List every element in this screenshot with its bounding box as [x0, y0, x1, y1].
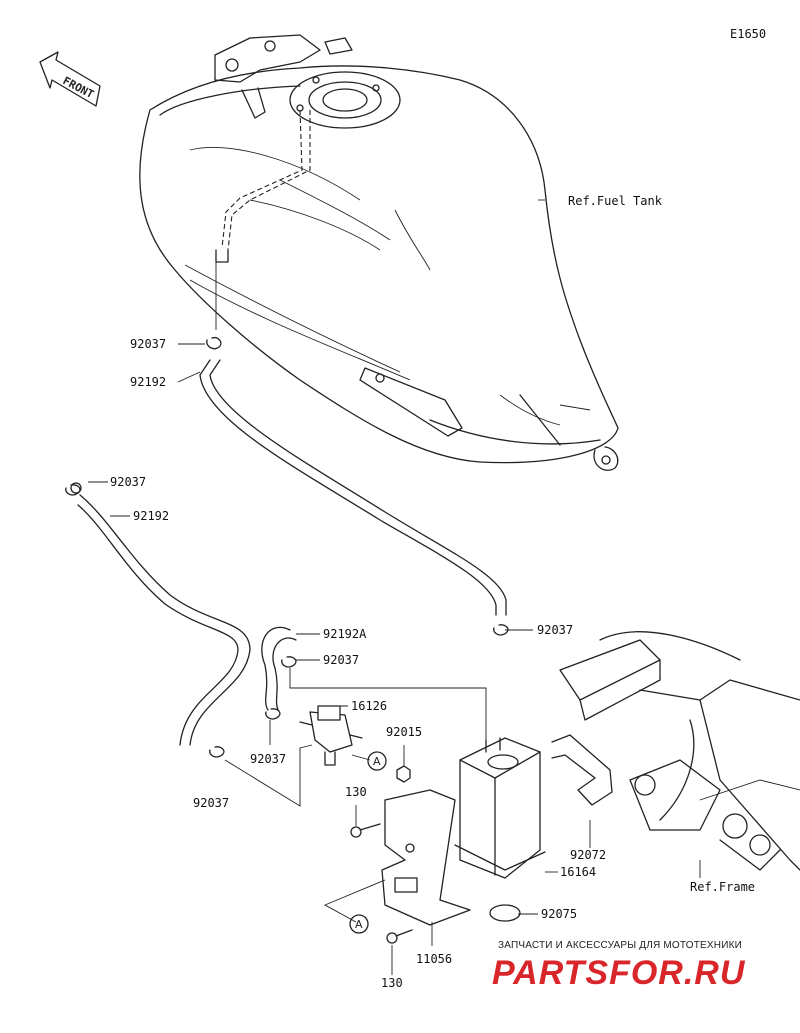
- leader-lines: [88, 199, 701, 975]
- hose-92192a: [261, 626, 297, 711]
- part-label: 92037: [537, 623, 574, 637]
- part-label: 92037: [193, 796, 230, 810]
- part-label: 92192: [133, 509, 170, 523]
- connector-a-upper: A: [367, 751, 387, 771]
- hose-92192-upper: [199, 262, 507, 616]
- part-label: 92192: [130, 375, 167, 389]
- strap-92072: [551, 734, 613, 806]
- bracket-11056: [381, 789, 471, 926]
- pad-92075: [489, 904, 521, 922]
- ref-frame-label: Ref.Frame: [690, 880, 756, 894]
- clamp-92037-tank: [206, 336, 222, 350]
- connector-a-lower-label: A: [355, 918, 363, 931]
- bolt-130-upper: [350, 823, 381, 838]
- part-label: 92037: [110, 475, 147, 489]
- connector-a-upper-label: A: [373, 755, 381, 768]
- part-label: 92075: [541, 907, 578, 921]
- part-label: 11056: [416, 952, 453, 966]
- nut-92015: [396, 765, 411, 783]
- ref-fuel-tank-label: Ref.Fuel Tank: [568, 194, 662, 208]
- diagram-code: E1650: [730, 27, 767, 41]
- front-arrow-icon: FRONT: [39, 51, 101, 107]
- hose-92192-left: [70, 482, 251, 746]
- solenoid-valve-16126: [299, 705, 363, 766]
- connector-a-lower: A: [349, 914, 369, 934]
- part-label: 16126: [351, 699, 388, 713]
- part-label: 130: [345, 785, 367, 799]
- frame: [559, 631, 800, 871]
- clamps: [65, 484, 509, 758]
- part-label: 92037: [323, 653, 360, 667]
- canister-16164: [454, 737, 546, 879]
- watermark-tagline: ЗАПЧАСТИ И АКСЕССУАРЫ ДЛЯ МОТОТЕХНИКИ: [498, 940, 743, 951]
- watermark-logo: PARTSFOR.RU: [492, 954, 746, 992]
- part-label: 130: [381, 976, 403, 990]
- part-label: 92015: [386, 725, 423, 739]
- part-label: 92037: [130, 337, 167, 351]
- part-label: 92192A: [323, 627, 367, 641]
- fuel-tank: [139, 34, 619, 471]
- bolt-130-lower: [386, 929, 413, 944]
- part-label: 92072: [570, 848, 607, 862]
- part-label: 16164: [560, 865, 597, 879]
- part-label: 92037: [250, 752, 287, 766]
